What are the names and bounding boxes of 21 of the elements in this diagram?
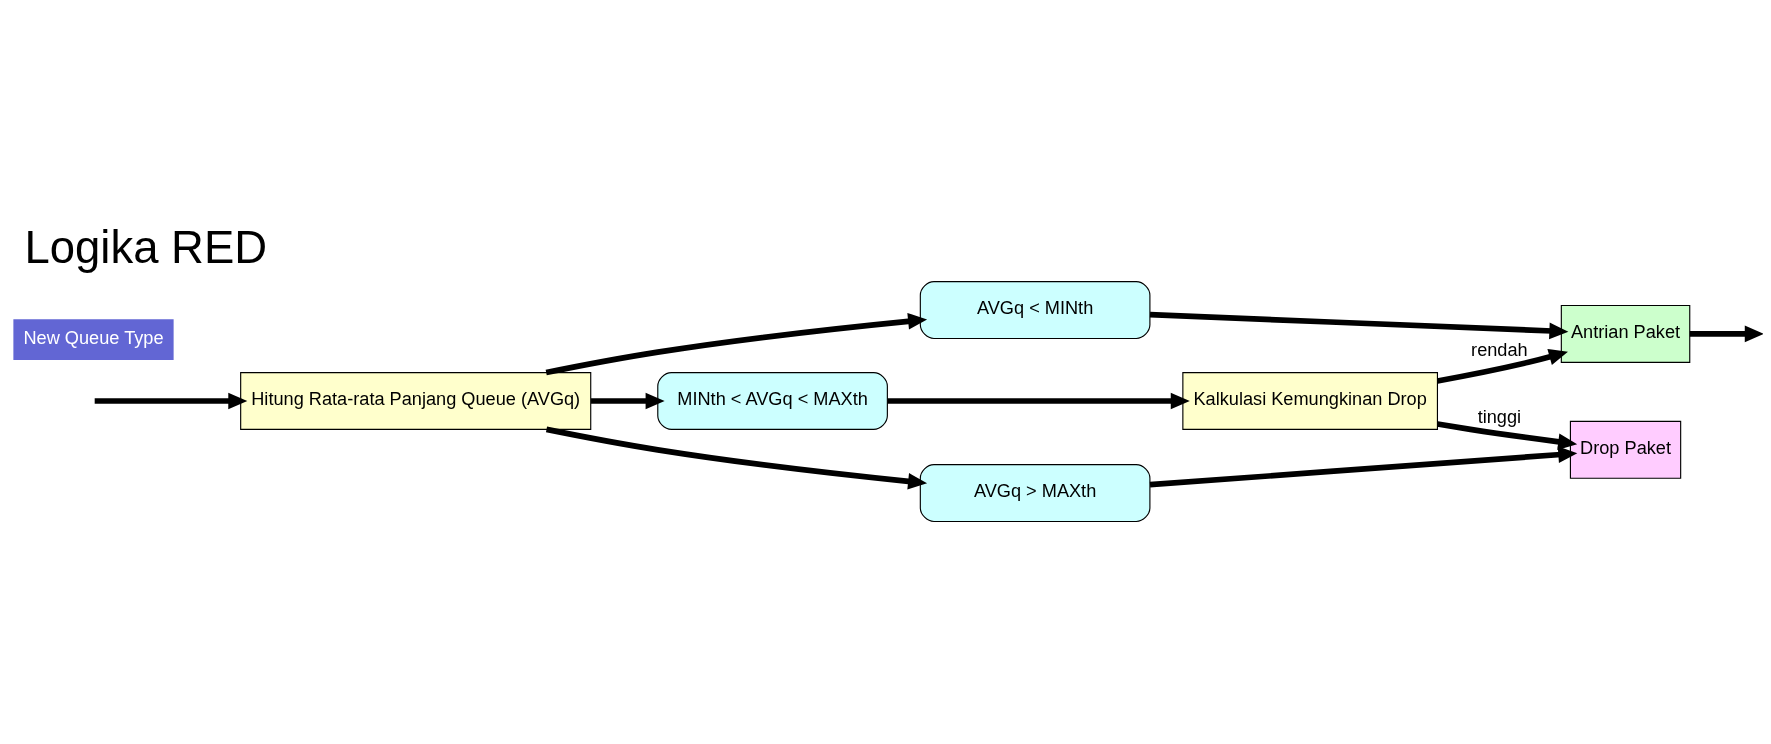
arrow [545,426,928,490]
arrow [545,313,928,376]
edge-label: tinggi [1477,407,1522,428]
diagram-title: Logika RED [24,222,268,274]
arrow [1436,348,1568,384]
node-box: Hitung Rata-rata Panjang Queue (AVGq) [240,372,592,430]
label: New Queue Type [23,327,164,348]
arrow [1149,446,1578,488]
node-box: Drop Paket [1569,420,1682,479]
arrow [94,392,248,410]
edge-label: rendah [1471,340,1528,361]
node-box: MINth < AVGq < MAXth [657,372,888,430]
arrow [1149,311,1569,340]
arrow [887,392,1190,410]
arrow [591,392,665,410]
arrow [1437,421,1578,450]
node-box: AVGq < MINth [919,281,1151,340]
node-box: Antrian Paket [1560,304,1691,363]
node-box: Kalkulasi Kemungkinan Drop [1182,372,1438,430]
arrow [1689,325,1763,343]
node-box: AVGq > MAXth [919,464,1151,523]
